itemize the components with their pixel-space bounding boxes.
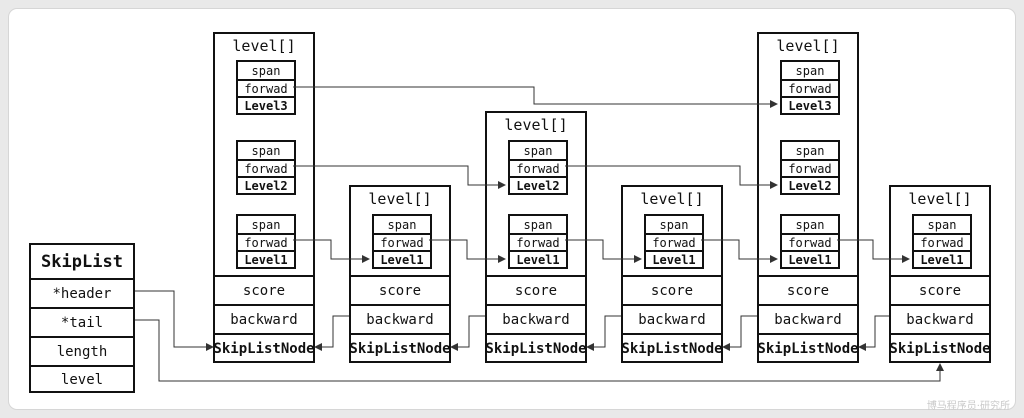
level-entry-1: span forwad Level1: [780, 214, 840, 269]
backward-arrow-6: [858, 315, 889, 351]
span-field: span: [523, 143, 553, 158]
skiplist-node-6: level[] span forwad Level1 score backwar…: [889, 185, 991, 363]
backward-field: backward: [351, 304, 449, 333]
level-name: Level3: [238, 96, 294, 113]
node-type-label: SkipListNode: [213, 333, 315, 363]
level-entry-1: span forwad Level1: [644, 214, 704, 269]
score-field: score: [487, 275, 585, 304]
span-field: span: [251, 217, 281, 232]
level-name: Level2: [510, 176, 566, 193]
skiplist-node-5: level[] span forwad Level3 span forwad L…: [757, 32, 859, 363]
backward-arrow-2: [314, 315, 349, 351]
level1-forward-arrow-5: [837, 239, 910, 263]
score-field: score: [623, 275, 721, 304]
backward-field: backward: [215, 304, 313, 333]
span-field: span: [927, 217, 957, 232]
backward-arrow-3: [450, 315, 485, 351]
level1-forward-arrow-4: [701, 239, 778, 263]
level-array-title: level[]: [776, 37, 840, 55]
skiplist-field-level: level: [31, 365, 133, 393]
level-array-title: level[]: [368, 190, 432, 208]
forward-field: forwad: [238, 79, 294, 96]
watermark: 博马程序员·研究所: [926, 401, 1010, 412]
span-field: span: [795, 143, 825, 158]
span-field: span: [795, 63, 825, 78]
skiplist-node-4: level[] span forwad Level1 score backwar…: [621, 185, 723, 363]
skiplist-node-2: level[] span forwad Level1 score backwar…: [349, 185, 451, 363]
header-pointer-arrow: [135, 290, 214, 351]
level-name: Level2: [782, 176, 838, 193]
node-type-label: SkipListNode: [757, 333, 859, 363]
score-field: score: [759, 275, 857, 304]
level-name: Level1: [914, 250, 970, 267]
score-field: score: [215, 275, 313, 304]
forward-field: forwad: [782, 79, 838, 96]
level-entry-1: span forwad Level1: [372, 214, 432, 269]
level2-forward-arrow-1: [293, 165, 506, 189]
backward-field: backward: [487, 304, 585, 333]
skiplist-field-header: *header: [31, 278, 133, 307]
level-array-title: level[]: [504, 116, 568, 134]
level-entry-2: span forwad Level2: [508, 140, 568, 195]
span-field: span: [795, 217, 825, 232]
backward-arrow-5: [722, 315, 757, 351]
level-name: Level3: [782, 96, 838, 113]
level-entry-1: span forwad Level1: [236, 214, 296, 269]
span-field: span: [251, 63, 281, 78]
score-field: score: [891, 275, 989, 304]
backward-field: backward: [759, 304, 857, 333]
forward-field: forwad: [646, 233, 702, 250]
node-type-label: SkipListNode: [485, 333, 587, 363]
level1-forward-arrow-2: [429, 239, 506, 263]
level-entry-1: span forwad Level1: [912, 214, 972, 269]
skiplist-field-tail: *tail: [31, 307, 133, 336]
level-name: Level1: [374, 250, 430, 267]
span-field: span: [659, 217, 689, 232]
skiplist-title: SkipList: [41, 251, 123, 272]
skiplist-field-length: length: [31, 336, 133, 365]
level-name: Level1: [510, 250, 566, 267]
level-array-title: level[]: [908, 190, 972, 208]
node-type-label: SkipListNode: [349, 333, 451, 363]
tail-pointer-arrow: [135, 319, 944, 382]
forward-field: forwad: [510, 159, 566, 176]
level-name: Level2: [238, 176, 294, 193]
level-entry-1: span forwad Level1: [508, 214, 568, 269]
backward-field: backward: [891, 304, 989, 333]
level1-forward-arrow-3: [565, 239, 642, 263]
span-field: span: [387, 217, 417, 232]
level-array-title: level[]: [640, 190, 704, 208]
forward-field: forwad: [238, 159, 294, 176]
level3-forward-arrow: [293, 86, 778, 108]
level2-forward-arrow-2: [565, 165, 778, 189]
level-entry-2: span forwad Level2: [780, 140, 840, 195]
skiplist-struct: SkipList *header *tail length level: [29, 243, 135, 393]
backward-arrow-4: [586, 315, 621, 351]
forward-field: forwad: [782, 233, 838, 250]
level-name: Level1: [238, 250, 294, 267]
forward-field: forwad: [238, 233, 294, 250]
forward-field: forwad: [914, 233, 970, 250]
span-field: span: [523, 217, 553, 232]
level-name: Level1: [782, 250, 838, 267]
forward-field: forwad: [782, 159, 838, 176]
score-field: score: [351, 275, 449, 304]
forward-field: forwad: [374, 233, 430, 250]
level1-forward-arrow-1: [293, 239, 370, 263]
span-field: span: [251, 143, 281, 158]
skiplist-node-3: level[] span forwad Level2 span forwad L…: [485, 111, 587, 363]
backward-field: backward: [623, 304, 721, 333]
level-entry-2: span forwad Level2: [236, 140, 296, 195]
level-entry-3: span forwad Level3: [780, 60, 840, 115]
node-type-label: SkipListNode: [621, 333, 723, 363]
level-entry-3: span forwad Level3: [236, 60, 296, 115]
forward-field: forwad: [510, 233, 566, 250]
skiplist-node-1: level[] span forwad Level3 span forwad L…: [213, 32, 315, 363]
level-array-title: level[]: [232, 37, 296, 55]
node-type-label: SkipListNode: [889, 333, 991, 363]
level-name: Level1: [646, 250, 702, 267]
